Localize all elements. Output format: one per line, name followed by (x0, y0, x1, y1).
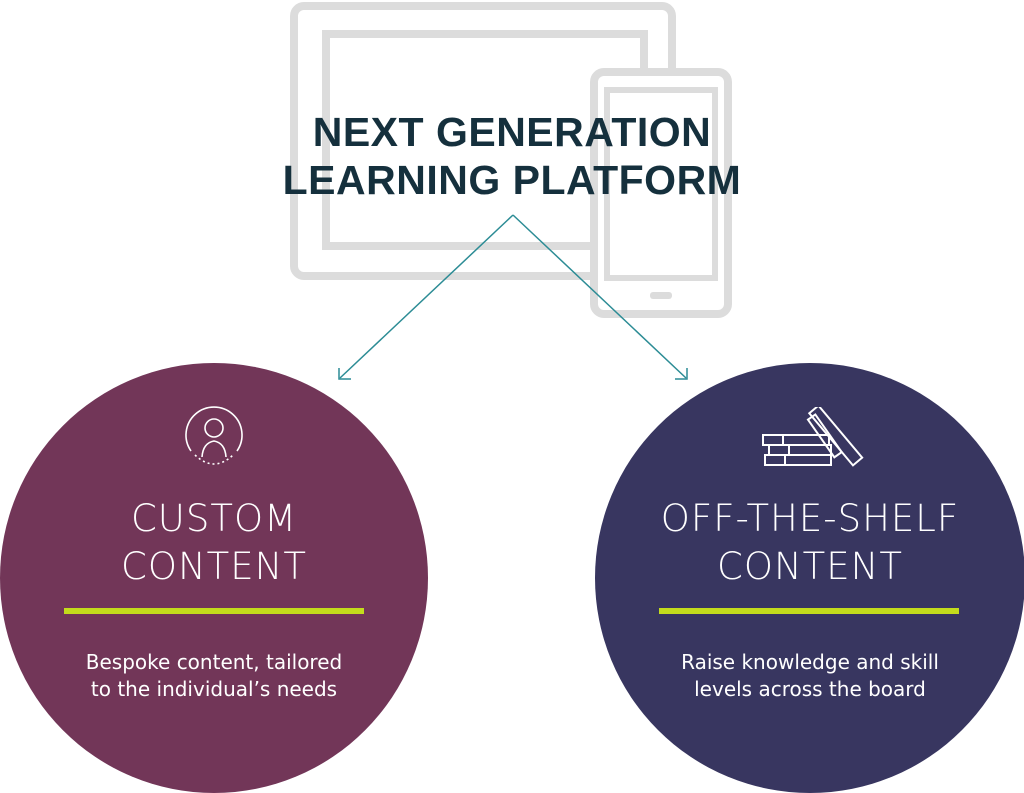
arrow-to-shelf-head (675, 368, 688, 380)
off-the-shelf-description: Raise knowledge and skill levels across … (595, 649, 1024, 703)
shelf-desc-line-2: levels across the board (694, 677, 926, 701)
shelf-heading-line-1: OFF-THE-SHELF (660, 497, 960, 540)
arrow-to-custom-head (338, 368, 351, 380)
custom-heading-line-1: CUSTOM (130, 497, 298, 540)
shelf-desc-line-1: Raise knowledge and skill (681, 650, 939, 674)
user-avatar-icon (185, 406, 243, 465)
books-stack-icon (762, 407, 864, 467)
diagram-arrows (338, 214, 688, 380)
off-the-shelf-circle: OFF-THE-SHELF CONTENT Raise knowledge an… (595, 363, 1024, 793)
custom-desc-line-1: Bespoke content, tailored (85, 650, 343, 674)
custom-desc-line-2: to the individual’s needs (90, 677, 338, 701)
title-line-1: NEXT GENERATION (312, 109, 712, 155)
custom-content-circle: CUSTOM CONTENT Bespoke content, tailored… (0, 363, 428, 793)
page-title: NEXT GENERATION LEARNING PLATFORM (212, 108, 812, 204)
custom-content-heading: CUSTOM CONTENT (0, 495, 428, 591)
shelf-divider (659, 608, 959, 614)
off-the-shelf-heading: OFF-THE-SHELF CONTENT (595, 495, 1024, 591)
shelf-heading-line-2: CONTENT (717, 545, 903, 588)
arrow-to-custom (339, 214, 514, 379)
custom-heading-line-2: CONTENT (121, 545, 307, 588)
custom-content-description: Bespoke content, tailored to the individ… (0, 649, 428, 703)
smartphone-icon (590, 68, 732, 318)
title-line-2: LEARNING PLATFORM (282, 157, 742, 203)
arrow-to-shelf (512, 214, 687, 379)
custom-divider (64, 608, 364, 614)
